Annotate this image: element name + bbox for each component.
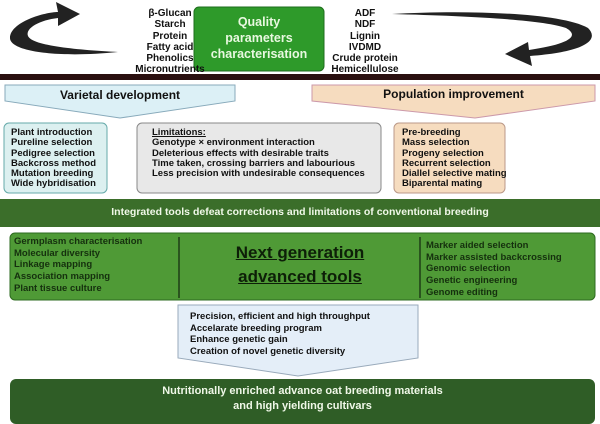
quality-box — [193, 6, 325, 72]
population-title: Population improvement — [383, 87, 524, 101]
param: Fatty acid — [146, 41, 194, 53]
outcome-box — [10, 379, 595, 424]
list-item: Enhance genetic gain — [190, 334, 288, 345]
param: β-Glucan — [148, 8, 192, 19]
list-item: Linkage mapping — [14, 259, 93, 271]
param: Crude protein — [332, 53, 398, 65]
list-item: Plant tissue culture — [14, 282, 102, 294]
population-banner — [311, 84, 596, 119]
list-item: Less precision with undesirable conseque… — [152, 168, 365, 180]
list-item: Genetic engineering — [426, 275, 518, 287]
list-item: Mutation breeding — [11, 168, 94, 180]
list-item: Germplasm characterisation — [14, 236, 143, 247]
list-item: Genotype × environment interaction — [152, 137, 315, 149]
list-item: Plant introduction — [11, 127, 93, 138]
list-item: Wide hybridisation — [11, 178, 96, 190]
varietal-title: Varietal development — [59, 88, 181, 102]
cycle-arrow-right-icon — [392, 12, 592, 67]
list-item: Backcross method — [11, 157, 97, 169]
title-line: parameters — [225, 31, 293, 45]
title-line: Next generation — [235, 243, 365, 262]
list-item: Diallel selective mating — [402, 168, 507, 180]
quality-title: Quality parameters characterisation — [194, 14, 324, 62]
list-item: Genome editing — [426, 286, 498, 298]
population-box — [393, 122, 506, 194]
list-item: Recurrent selection — [402, 157, 491, 169]
list-item: Accelarate breeding program — [190, 322, 322, 334]
list-item: Molecular diversity — [14, 247, 101, 259]
title-line: advanced tools — [238, 267, 362, 286]
benefits-arrow — [177, 304, 419, 377]
list-item: Genomic selection — [426, 263, 511, 275]
param: Micronutrients — [135, 64, 205, 76]
nextgen-box — [9, 232, 596, 301]
param: Phenolics — [146, 53, 194, 65]
cycle-arrow-left-icon — [10, 2, 118, 55]
param: Lignin — [350, 30, 380, 42]
integrated-text: Integrated tools defeat corrections and … — [111, 206, 489, 218]
param: ADF — [354, 8, 376, 19]
benefits-list: Precision, efficient and high throughput… — [190, 311, 370, 357]
param: Hemicellulose — [331, 64, 399, 76]
limitations-list: Limitations: Genotype × environment inte… — [152, 127, 365, 180]
list-item: Biparental mating — [402, 178, 483, 190]
list-item: Deleterious effects with desirable trait… — [152, 147, 329, 159]
param: Protein — [152, 30, 188, 42]
list-item: Precision, efficient and high throughput — [190, 311, 370, 322]
list-item: Mass selection — [402, 137, 470, 149]
list-item: Marker aided selection — [426, 240, 529, 251]
list-item: Association mapping — [14, 271, 111, 283]
list-item: Creation of novel genetic diversity — [190, 345, 346, 357]
outcome-text: Nutritionally enriched advance oat breed… — [10, 384, 595, 414]
nextgen-title: Next generation advanced tools — [180, 241, 420, 289]
divider-band — [0, 74, 600, 80]
param: IVDMD — [348, 41, 382, 53]
outcome-line: Nutritionally enriched advance oat breed… — [162, 385, 443, 397]
list-item: Time taken, crossing barriers and labour… — [152, 157, 356, 169]
list-item: Pedigree selection — [11, 147, 95, 159]
list-item: Pureline selection — [11, 137, 93, 149]
title-line: Quality — [237, 15, 281, 29]
limitations-box — [136, 122, 382, 194]
varietal-banner — [4, 84, 236, 119]
param: NDF — [354, 19, 376, 31]
limitations-heading: Limitations: — [152, 127, 206, 138]
param: Starch — [154, 19, 186, 31]
list-item: Marker assisted backcrossing — [426, 251, 562, 263]
outcome-line: and high yielding cultivars — [233, 400, 372, 412]
varietal-box — [3, 122, 108, 194]
title-line: characterisation — [210, 47, 308, 61]
list-item: Progeny selection — [402, 147, 484, 159]
integrated-band — [0, 199, 600, 227]
list-item: Pre-breeding — [402, 127, 461, 138]
